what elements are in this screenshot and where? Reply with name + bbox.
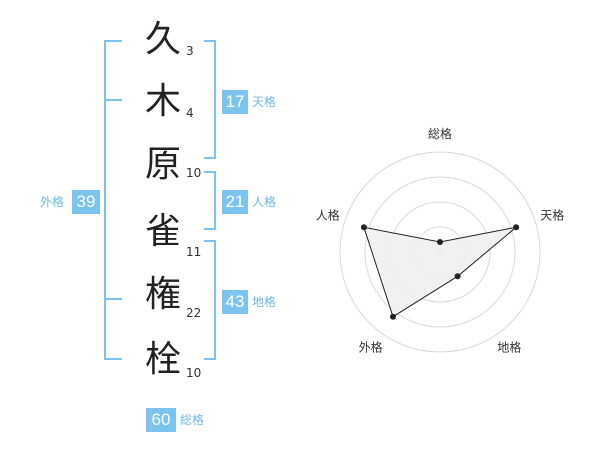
name-char-6: 栓 xyxy=(144,339,181,380)
chikaku-value: 43 xyxy=(222,290,248,314)
radar-axis-label-2: 地格 xyxy=(497,340,521,355)
radar-point-2 xyxy=(454,273,461,280)
stroke-count-4: 11 xyxy=(186,245,202,259)
stroke-count-1: 3 xyxy=(186,44,194,58)
jinkaku-label: 人格 xyxy=(252,195,277,209)
name-char-1: 久 xyxy=(144,19,181,60)
radar-point-0 xyxy=(437,239,443,245)
radar-points xyxy=(360,224,520,320)
tenkaku-value: 17 xyxy=(222,90,248,114)
soukaku-label: 総格 xyxy=(180,413,205,427)
gaikaku-value: 39 xyxy=(72,190,100,214)
radar-axis-label-0: 総格 xyxy=(428,126,452,141)
radar-point-3 xyxy=(389,313,396,320)
radar-point-4 xyxy=(360,224,367,231)
name-char-5: 権 xyxy=(144,274,181,315)
stroke-count-5: 22 xyxy=(186,306,202,320)
jinkaku-value: 21 xyxy=(222,190,248,214)
stroke-count-6: 10 xyxy=(186,366,202,380)
name-char-3: 原 xyxy=(144,144,181,185)
radar-axis-label-4: 人格 xyxy=(316,208,340,223)
soukaku-value: 60 xyxy=(146,408,176,432)
name-char-4: 雀 xyxy=(144,211,181,252)
radar-ring-4 xyxy=(339,151,541,353)
radar-point-1 xyxy=(513,224,520,231)
tenkaku-label: 天格 xyxy=(252,95,277,109)
gaikaku-label: 外格 xyxy=(40,195,65,209)
stroke-count-2: 4 xyxy=(186,106,194,120)
radar-axis-label-1: 天格 xyxy=(540,208,564,223)
name-char-2: 木 xyxy=(144,81,181,122)
radar-axis-label-3: 外格 xyxy=(359,340,383,355)
radar-area xyxy=(363,226,518,318)
stroke-count-3: 10 xyxy=(186,166,202,180)
chikaku-label: 地格 xyxy=(252,295,277,309)
radar-ring-3 xyxy=(364,176,516,328)
